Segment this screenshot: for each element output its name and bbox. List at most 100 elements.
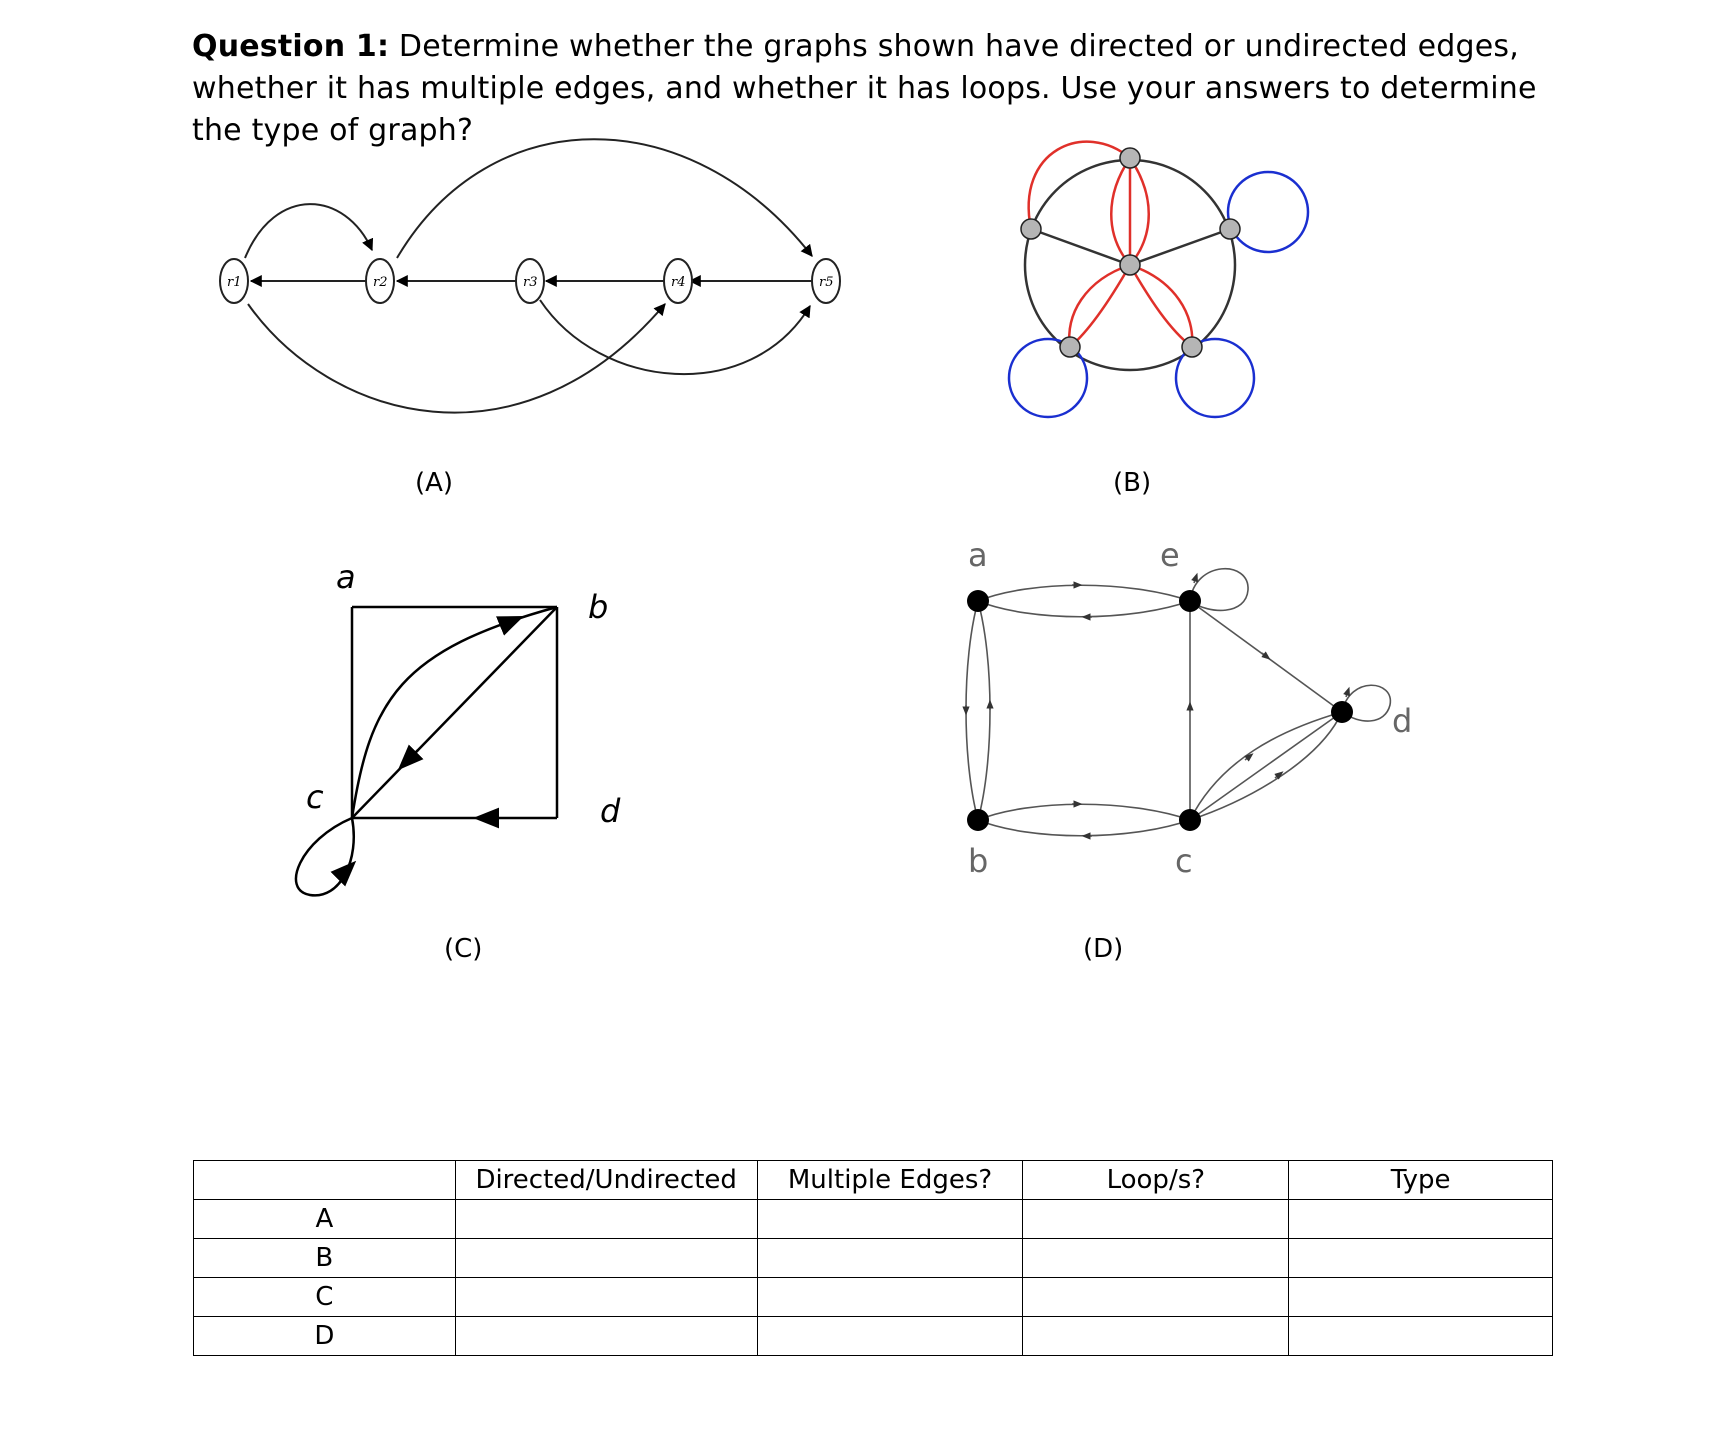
edge-r2-r5-arc xyxy=(396,138,813,259)
arrow-cd-a xyxy=(1244,753,1254,762)
label-d-d: d xyxy=(1392,702,1412,740)
answer-cell[interactable] xyxy=(454,1316,758,1356)
arrow-cd-b xyxy=(1274,771,1284,780)
label-r5: r5 xyxy=(819,275,834,290)
edge-a-e-top xyxy=(977,584,1191,602)
arrow-ed xyxy=(1261,651,1271,660)
label-r3: r3 xyxy=(523,275,538,290)
answer-cell[interactable] xyxy=(756,1199,1024,1239)
edge-c-b-curve xyxy=(350,605,558,819)
label-r4: r4 xyxy=(671,275,686,290)
label-d-c: c xyxy=(1175,842,1193,880)
node-r4 xyxy=(663,258,693,304)
row-label: B xyxy=(193,1238,456,1278)
loop-d xyxy=(1341,684,1391,722)
edge-c-b-bottom xyxy=(977,819,1191,837)
caption-b: (B) xyxy=(1113,468,1152,498)
caption-a: (A) xyxy=(415,468,454,498)
red-center-bl-a xyxy=(1068,263,1131,348)
row-label: C xyxy=(193,1277,456,1317)
answer-cell[interactable] xyxy=(1288,1316,1553,1356)
node-r2 xyxy=(365,258,395,304)
arrow-c-b xyxy=(496,616,524,636)
answer-cell[interactable] xyxy=(756,1316,1024,1356)
edge-e-a-bottom xyxy=(977,600,1191,618)
label-c-b: b xyxy=(588,588,608,626)
label-c-c: c xyxy=(306,778,324,816)
edge-b-c-top xyxy=(977,803,1191,821)
table-row: D xyxy=(193,1316,1553,1356)
answer-cell[interactable] xyxy=(1022,1238,1290,1278)
answer-cell[interactable] xyxy=(756,1277,1024,1317)
node-r5 xyxy=(811,258,841,304)
blue-loop-bottom-right xyxy=(1174,337,1256,419)
edge-c-d-b xyxy=(1189,711,1343,821)
row-label: D xyxy=(193,1316,456,1356)
edge-e-d xyxy=(1189,600,1343,713)
edge-b-a-right xyxy=(977,600,991,821)
blue-loop-right xyxy=(1226,170,1310,254)
node-b-bottom-right xyxy=(1181,336,1203,358)
edge-a-b-left xyxy=(965,600,979,821)
arrow-loop-e xyxy=(1191,572,1198,584)
edge-r1-r4-arc xyxy=(247,303,666,414)
answer-cell[interactable] xyxy=(454,1238,758,1278)
node-d-a xyxy=(967,590,989,612)
label-r2: r2 xyxy=(373,275,388,290)
answer-cell[interactable] xyxy=(1288,1199,1553,1239)
label-r1: r1 xyxy=(227,275,242,290)
answer-table: Directed/Undirected Multiple Edges? Loop… xyxy=(193,1160,1553,1356)
question-label: Question 1: xyxy=(192,29,390,64)
node-b-center xyxy=(1119,254,1141,276)
red-top-left-arc xyxy=(1027,140,1131,230)
table-row: B xyxy=(193,1238,1553,1278)
label-c-d: d xyxy=(600,792,621,830)
answer-cell[interactable] xyxy=(1288,1277,1553,1317)
node-d-e xyxy=(1179,590,1201,612)
row-label: A xyxy=(193,1199,456,1239)
red-center-bl-b xyxy=(1069,264,1132,348)
header-blank xyxy=(193,1160,456,1200)
answer-cell[interactable] xyxy=(1288,1238,1553,1278)
answer-cell[interactable] xyxy=(454,1277,758,1317)
header-directed: Directed/Undirected xyxy=(454,1160,758,1200)
caption-d: (D) xyxy=(1083,934,1124,964)
header-type: Type xyxy=(1288,1160,1553,1200)
answer-cell[interactable] xyxy=(454,1199,758,1239)
graph-c xyxy=(294,605,559,897)
header-loops: Loop/s? xyxy=(1022,1160,1290,1200)
graph-c-labels: a b c d xyxy=(306,558,621,830)
arrow-b-c xyxy=(397,744,424,771)
loop-c xyxy=(294,816,355,897)
graph-a-nodes xyxy=(219,258,841,304)
label-c-a: a xyxy=(336,558,356,596)
edge-r3-r5-arc xyxy=(539,299,811,375)
question-body: Determine whether the graphs shown have … xyxy=(192,29,1537,148)
red-center-br-a xyxy=(1129,263,1194,348)
label-d-e: e xyxy=(1160,536,1180,574)
graph-d-labels: a e d b c xyxy=(968,536,1412,880)
question-text: Question 1: Determine whether the graphs… xyxy=(192,26,1562,152)
edge-r1-r2-arc xyxy=(244,203,374,259)
node-b-bottom-left xyxy=(1059,336,1081,358)
table-row: A xyxy=(193,1199,1553,1239)
node-d-d xyxy=(1331,701,1353,723)
header-multiple-edges: Multiple Edges? xyxy=(756,1160,1024,1200)
node-b-right xyxy=(1219,218,1241,240)
blue-loop-bottom-left xyxy=(1007,337,1089,419)
node-r1 xyxy=(219,258,249,304)
node-d-b xyxy=(967,809,989,831)
node-d-c xyxy=(1179,809,1201,831)
graph-a-edges xyxy=(244,138,820,414)
edge-c-d-a xyxy=(1189,711,1343,821)
answer-cell[interactable] xyxy=(756,1238,1024,1278)
answer-cell[interactable] xyxy=(1022,1277,1290,1317)
edge-c-d-c xyxy=(1189,711,1343,821)
arrow-loop-d xyxy=(1343,686,1350,698)
label-d-b: b xyxy=(968,842,988,880)
red-top-center-a xyxy=(1110,157,1132,266)
answer-cell[interactable] xyxy=(1022,1199,1290,1239)
answer-cell[interactable] xyxy=(1022,1316,1290,1356)
spoke-right xyxy=(1129,227,1231,267)
table-header-row: Directed/Undirected Multiple Edges? Loop… xyxy=(193,1160,1553,1200)
